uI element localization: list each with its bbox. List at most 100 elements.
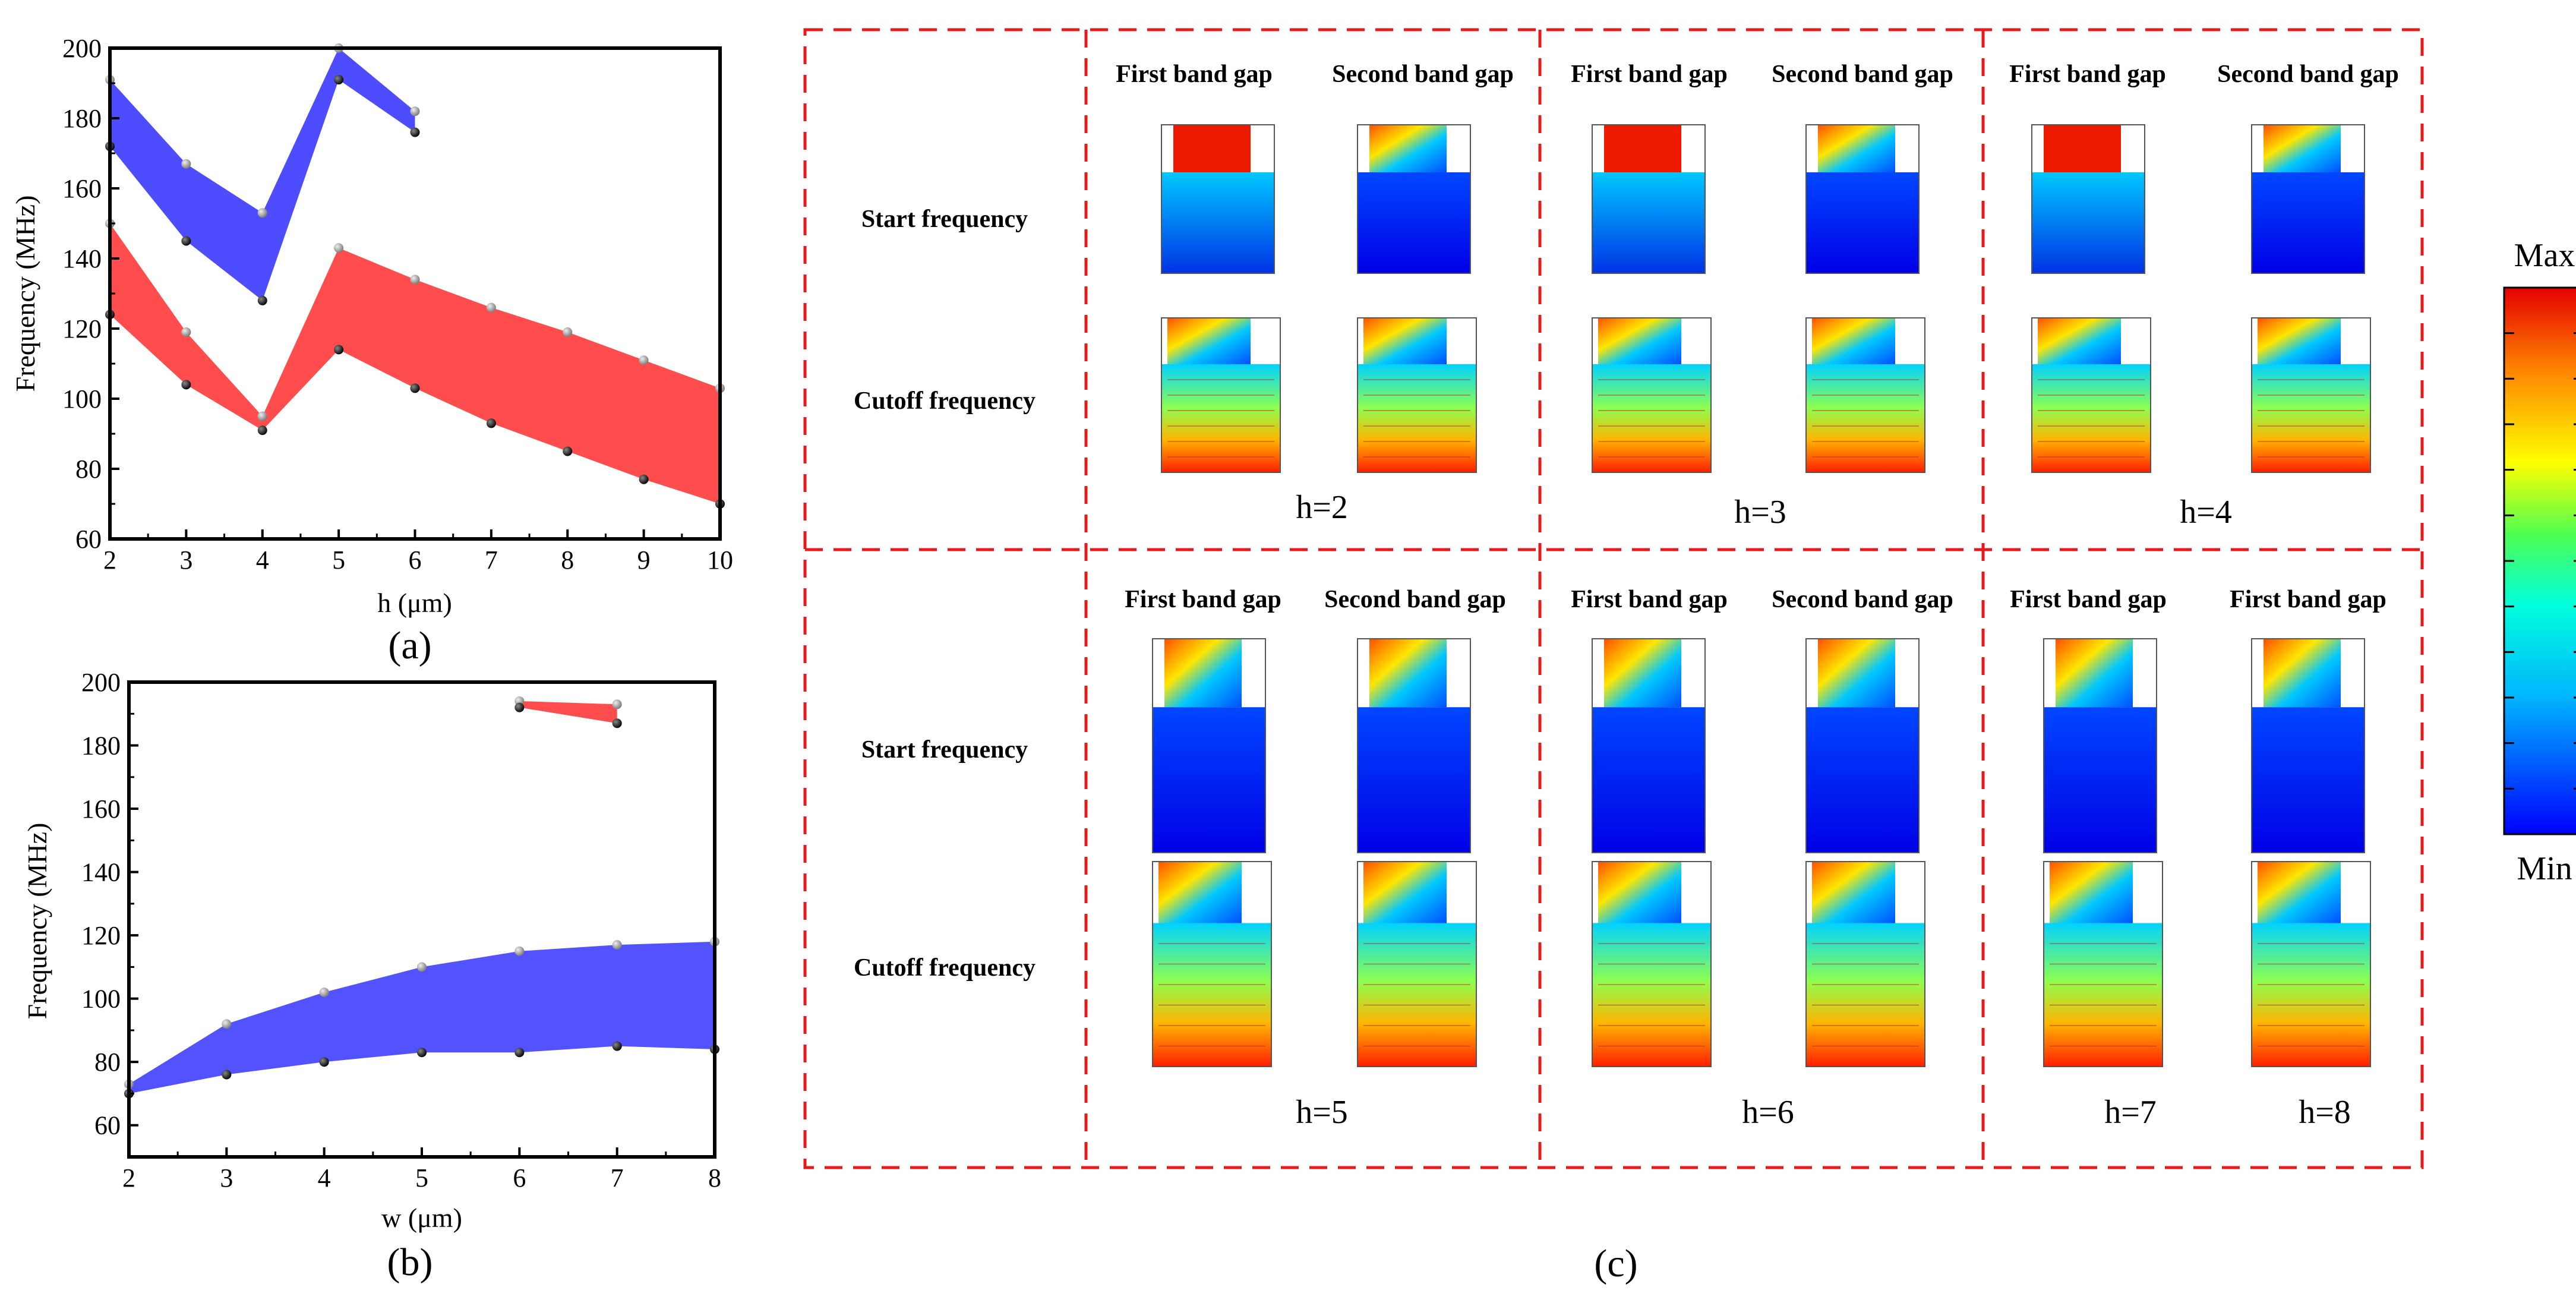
mode-shape-cutoff-6: [2251, 317, 2371, 473]
col-header-h3-second: Second band gap: [1772, 61, 1953, 88]
panel-a-x-tick-label: 5: [332, 545, 345, 575]
panel-a-band-2-upper-point: [181, 159, 191, 169]
unit-cell-base: [2252, 172, 2365, 273]
unit-cell-top: [1604, 639, 1681, 708]
unit-cell-outline: [1161, 317, 1281, 473]
unit-cell-outline: [1592, 124, 1706, 274]
unit-cell-outline: [2251, 638, 2365, 853]
unit-cell-top: [2050, 862, 2133, 923]
panel-a-y-tick-label: 160: [62, 174, 102, 203]
unit-cell-base: [2252, 364, 2370, 472]
row-header-cutoff-bottom: Cutoff frequency: [854, 954, 1036, 982]
unit-cell-top: [2258, 318, 2341, 364]
col-header-h5-first: First band gap: [1125, 586, 1281, 613]
panel-a-band-1-upper-point: [563, 327, 573, 337]
panel-b-plot-area: [124, 696, 719, 1099]
panel-a-y-tick-label: 200: [62, 34, 102, 63]
mode-shape-start-5: [2031, 124, 2145, 274]
unit-cell-top: [1598, 862, 1681, 923]
mode-shape-start-1: [1161, 124, 1275, 274]
panel-a-plot-area: [105, 43, 725, 509]
panel-c-label: (c): [1594, 1242, 1637, 1285]
panel-b-y-tick-label: 160: [81, 794, 121, 824]
unit-cell-base: [1358, 172, 1470, 273]
mode-shape-cutoff-9: [1592, 861, 1712, 1067]
panel-a-band-2-lower-point: [410, 127, 420, 137]
mode-shape-start-7: [1152, 638, 1266, 853]
col-header-h8-first: First band gap: [2230, 586, 2386, 613]
unit-cell-outline: [1161, 124, 1275, 274]
caption-h3: h=3: [1734, 494, 1786, 531]
unit-cell-base: [1806, 172, 1919, 273]
panel-b-band-2-lower-point: [514, 702, 525, 712]
unit-cell-top: [1604, 125, 1681, 172]
unit-cell-top: [1812, 862, 1895, 923]
panel-a-label: (a): [388, 624, 431, 667]
unit-cell-outline: [2031, 317, 2151, 473]
unit-cell-top: [1363, 862, 1447, 923]
panel-a-band-1-lower-point: [257, 425, 267, 436]
panel-b-band-1-upper-point: [222, 1019, 232, 1029]
unit-cell-base: [1806, 707, 1919, 853]
panel-b-band-1-lower-point: [222, 1070, 232, 1080]
unit-cell-top: [1158, 862, 1242, 923]
unit-cell-base: [2252, 707, 2365, 853]
unit-cell-base: [1592, 172, 1705, 273]
unit-cell-outline: [2251, 861, 2371, 1067]
unit-cell-base: [1161, 172, 1274, 273]
unit-cell-top: [1164, 639, 1242, 708]
mode-shape-cutoff-8: [1357, 861, 1477, 1067]
unit-cell-outline: [2043, 861, 2163, 1067]
panel-a-band-2-lower-point: [334, 75, 344, 85]
panel-b-band-1-upper-point: [417, 962, 427, 972]
unit-cell-outline: [2251, 317, 2371, 473]
panel-a-y-tick-label: 100: [62, 384, 102, 414]
unit-cell-outline: [1357, 638, 1471, 853]
panel-a-band-1-lower-point: [563, 446, 573, 456]
panel-a-band-1-upper-point: [334, 243, 344, 253]
unit-cell-top: [2038, 318, 2121, 364]
mode-shape-start-9: [1592, 638, 1706, 853]
panel-a-x-tick-label: 10: [707, 545, 733, 575]
unit-cell-outline: [1357, 124, 1471, 274]
unit-cell-base: [1153, 923, 1271, 1067]
panel-a-x-tick-label: 4: [256, 545, 269, 575]
panel-b-x-tick-label: 2: [122, 1163, 135, 1193]
unit-cell-top: [2258, 862, 2341, 923]
panel-b-band-2: [519, 701, 617, 724]
panel-b-band-2-lower-point: [612, 718, 622, 728]
panel-b-x-tick-label: 8: [708, 1163, 721, 1193]
panel-a-band-1-lower-point: [181, 380, 191, 390]
panel-b-x-tick-label: 7: [611, 1163, 624, 1193]
panel-a-y-tick-label: 120: [62, 314, 102, 343]
unit-cell-top: [1818, 125, 1895, 172]
unit-cell-outline: [2043, 638, 2157, 853]
panel-a-band-1-upper-point: [639, 355, 649, 365]
mode-shape-cutoff-2: [1357, 317, 1477, 473]
panel-b-y-tick-label: 60: [94, 1111, 121, 1140]
mode-shape-start-8: [1357, 638, 1471, 853]
unit-cell-top: [1173, 125, 1251, 172]
unit-cell-outline: [1592, 861, 1712, 1067]
mode-shape-start-12: [2251, 638, 2365, 853]
mode-shape-cutoff-5: [2031, 317, 2151, 473]
panel-a-band-2-lower-point: [181, 236, 191, 246]
panel-b-y-tick-label: 200: [81, 668, 121, 697]
panel-b-y-tick-label: 80: [94, 1048, 121, 1077]
panel-a-band-1: [110, 223, 720, 504]
unit-cell-outline: [1152, 861, 1272, 1067]
unit-cell-base: [1358, 707, 1470, 853]
panel-b-band-1-upper-point: [612, 940, 622, 950]
panel-a-band-1-upper-point: [257, 411, 267, 421]
panel-b-band-2-upper-point: [612, 699, 622, 709]
panel-a-band-1-lower-point: [334, 345, 344, 355]
col-header-h6-second: Second band gap: [1772, 586, 1953, 613]
panel-b-band-1-lower-point: [417, 1048, 427, 1058]
mode-shape-cutoff-7: [1152, 861, 1272, 1067]
